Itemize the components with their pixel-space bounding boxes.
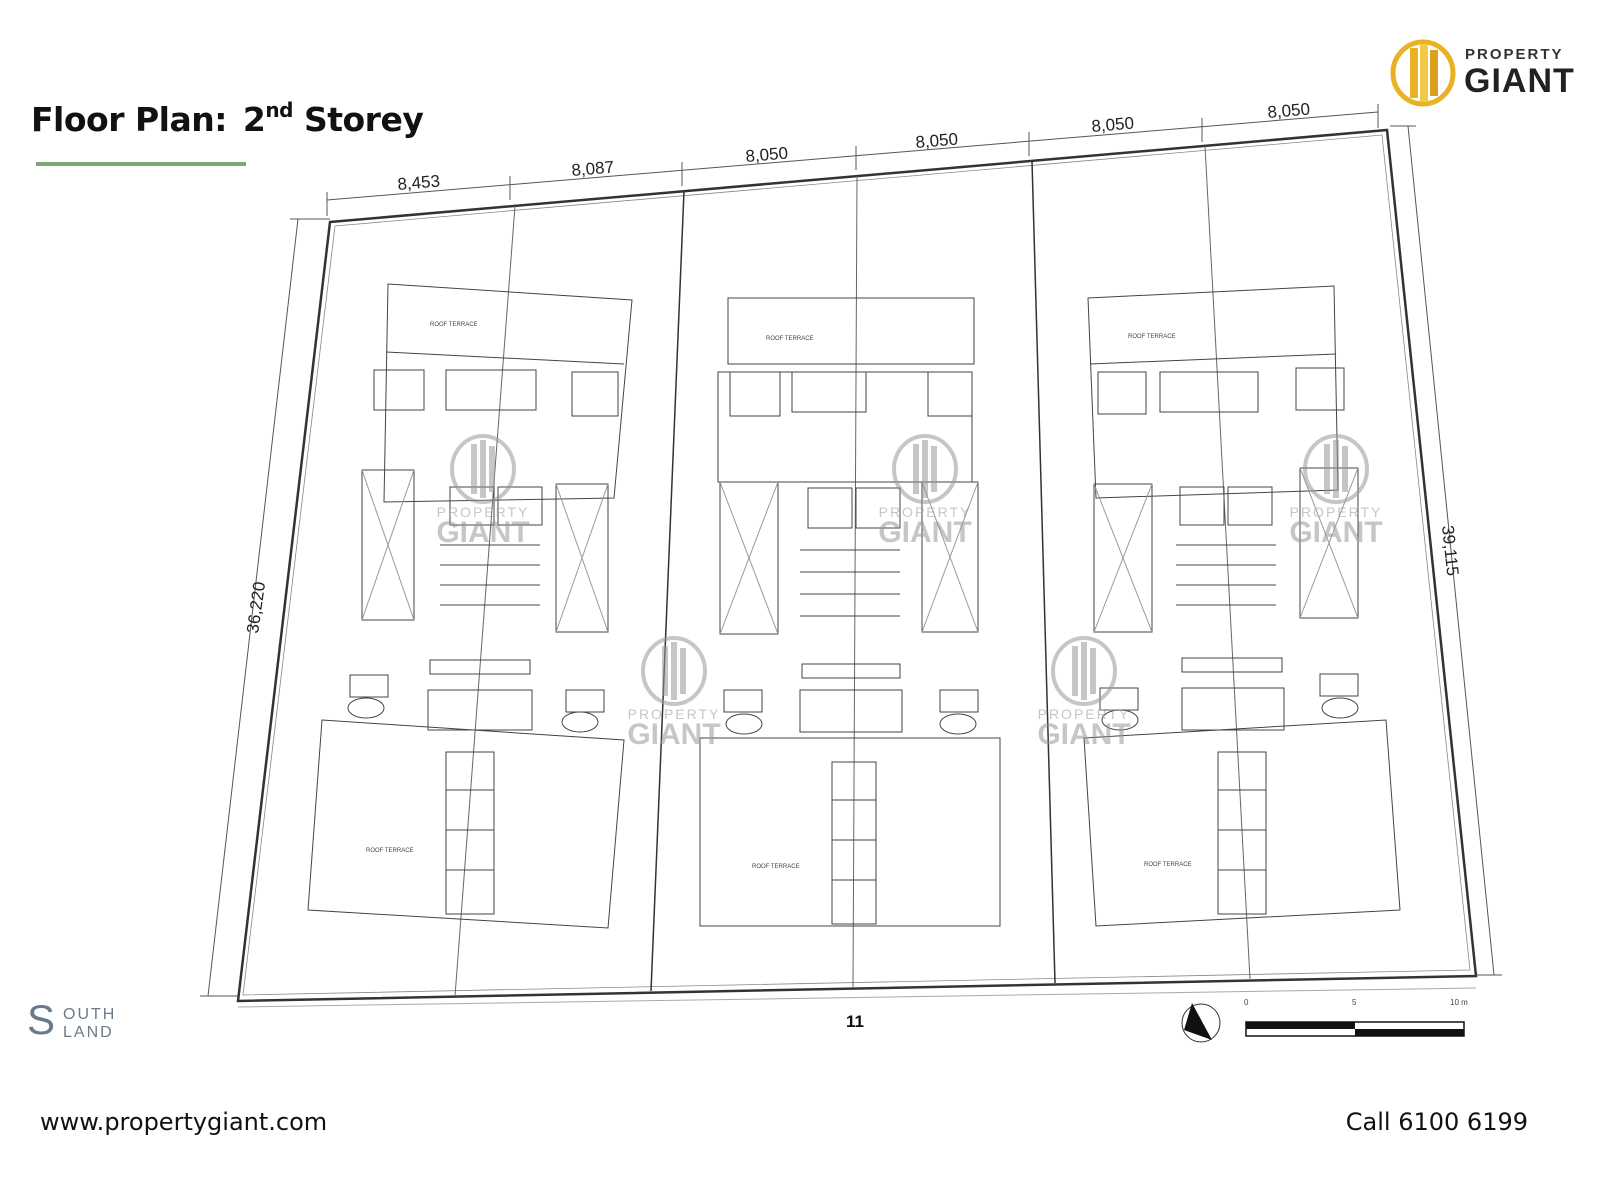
north-arrow-icon (1181, 1003, 1221, 1043)
brand-name-bottom: GIANT (1464, 62, 1575, 100)
watermark: PROPERTY GIANT (865, 432, 985, 562)
watermark-emblem-icon (892, 434, 958, 504)
title-ordinal-suffix: nd (265, 98, 293, 122)
dimension-label: 8,453 (397, 171, 441, 193)
room-label: ROOF TERRACE (366, 848, 414, 854)
watermark-emblem-icon (1051, 636, 1117, 706)
brand-name-top: PROPERTY (1465, 46, 1564, 63)
watermark-emblem-icon (1303, 434, 1369, 504)
room-label: ROOF TERRACE (1144, 862, 1192, 868)
title-ordinal: 2 (242, 100, 266, 139)
watermark: PROPERTY GIANT (423, 432, 543, 562)
watermark-emblem-icon (450, 434, 516, 504)
dimension-label: 8,050 (915, 129, 959, 151)
watermark: PROPERTY GIANT (1024, 634, 1144, 764)
property-giant-emblem-icon (1390, 39, 1456, 107)
dimension-label: 8,050 (1267, 99, 1311, 121)
scale-bar (1245, 1021, 1465, 1037)
unit-block (307, 283, 633, 929)
south-island-logo: S OUTH LAND (27, 999, 137, 1045)
title-underline (36, 162, 246, 166)
dimension-label: 8,050 (745, 143, 789, 165)
dimension-label: 8,087 (571, 157, 615, 179)
plot-divider (1031, 160, 1056, 984)
footer-phone[interactable]: Call 6100 6199 (1345, 1108, 1528, 1136)
property-giant-logo: PROPERTY GIANT (1390, 38, 1580, 108)
south-island-logo-line2: LAND (63, 1024, 114, 1041)
room-label: ROOF TERRACE (1128, 334, 1176, 340)
dimension-label-left: 36,220 (243, 580, 269, 634)
page-number: 11 (846, 1012, 864, 1031)
room-label: ROOF TERRACE (430, 322, 478, 328)
watermark: PROPERTY GIANT (1276, 432, 1396, 562)
scale-label: 5 (1352, 998, 1357, 1007)
dimension-label: 8,050 (1091, 113, 1135, 135)
site-boundary (236, 128, 1478, 1003)
room-label: ROOF TERRACE (752, 864, 800, 870)
floor-plan-drawing: 8,453 8,087 8,050 8,050 8,050 8,050 36,2… (200, 99, 1502, 1043)
watermark: PROPERTY GIANT (614, 634, 734, 764)
scale-label: 10 m (1450, 998, 1468, 1007)
footer-website[interactable]: www.propertygiant.com (40, 1108, 328, 1136)
plot-divider (650, 190, 685, 992)
room-label: ROOF TERRACE (766, 336, 814, 342)
watermark-emblem-icon (641, 636, 707, 706)
title-prefix: Floor Plan: (31, 100, 227, 139)
unit-block (699, 297, 1001, 927)
scale-label: 0 (1244, 998, 1249, 1007)
title-rest: Storey (303, 100, 424, 139)
unit-block (1083, 285, 1401, 927)
dimension-label-right: 39,115 (1438, 524, 1462, 576)
south-island-logo-initial: S (27, 996, 56, 1043)
page-title: Floor Plan: 2nd Storey (31, 98, 424, 139)
south-island-logo-line1: OUTH (63, 1006, 117, 1023)
